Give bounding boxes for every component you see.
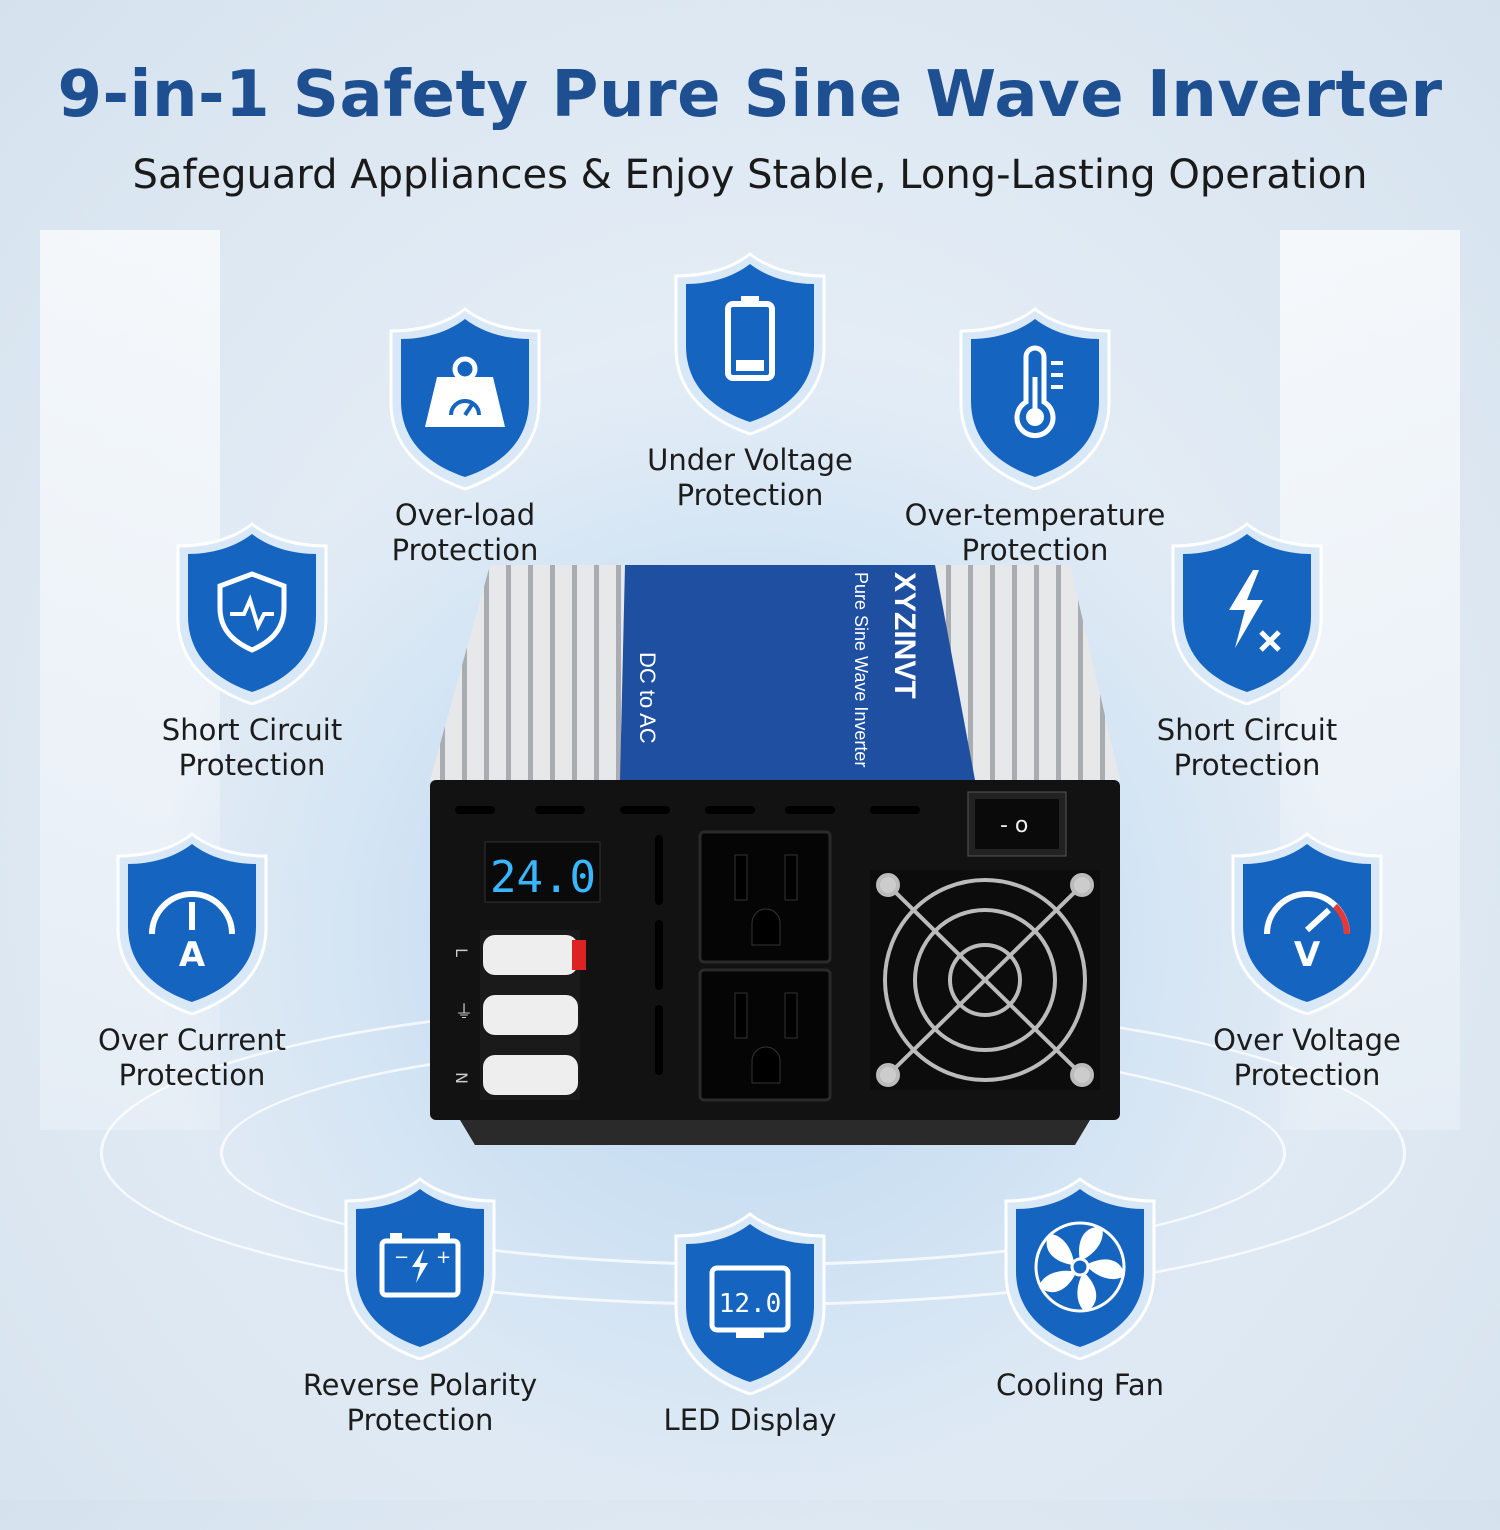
power-switch: - o [967, 791, 1067, 857]
feature-label-line: Over-temperature [904, 498, 1166, 532]
feature-label-line: Protection [391, 533, 539, 567]
feature-label-line: Over Current [98, 1023, 286, 1057]
terminal-label-l: L [452, 948, 471, 957]
inverter-top-housing [430, 565, 1120, 780]
cooling-fan-grille [870, 870, 1100, 1090]
feature-led-display: 12.0 LED Display [600, 1210, 900, 1438]
shield-badge [959, 307, 1111, 490]
feature-label-line: Protection [961, 533, 1109, 567]
shield-badge [674, 252, 826, 435]
voltmeter-icon: V [1264, 891, 1350, 975]
shield-badge [1171, 522, 1323, 705]
product-conversion: DC to AC [635, 652, 660, 744]
svg-text:+: + [436, 1247, 451, 1268]
feature-label-line: Protection [118, 1058, 266, 1092]
ac-terminal-block [480, 930, 586, 1100]
battery-polarity-icon: −+ [379, 1233, 461, 1298]
shield-badge: A [116, 832, 268, 1015]
feature-label-line: Short Circuit [1156, 713, 1338, 747]
lightning-x-icon [1229, 570, 1281, 652]
svg-text:−: − [394, 1247, 409, 1268]
terminal-label-n: N [452, 1072, 471, 1084]
feature-label-line: Short Circuit [161, 713, 343, 747]
feature-label-line: Protection [676, 478, 824, 512]
feature-cooling-fan: Cooling Fan [930, 1175, 1230, 1403]
feature-label-line: Over Voltage [1213, 1023, 1401, 1057]
inverter-front-panel: 24.0 L ⏚ N - o [430, 780, 1120, 1145]
product-model: Pure Sine Wave Inverter [851, 572, 871, 767]
terminal-label-ground: ⏚ [455, 1002, 473, 1023]
svg-text:- o: - o [1000, 813, 1028, 838]
shield-badge: −+ [344, 1177, 496, 1360]
svg-text:12.0: 12.0 [719, 1289, 782, 1319]
shield-badge [1004, 1177, 1156, 1360]
thermometer-icon [1014, 345, 1063, 439]
page-subtitle: Safeguard Appliances & Enjoy Stable, Lon… [132, 152, 1368, 198]
shield-badge: V [1231, 832, 1383, 1015]
feature-label-line: Reverse Polarity [302, 1368, 538, 1402]
voltage-display [484, 841, 601, 903]
svg-text:V: V [1294, 935, 1321, 975]
inverter-label-panel [620, 565, 975, 780]
fan-icon [1034, 1221, 1126, 1313]
battery-low-icon [725, 296, 775, 381]
ac-outlet-bottom [698, 968, 832, 1102]
feature-label-line: Protection [178, 748, 326, 782]
feature-label-line: Cooling Fan [995, 1368, 1165, 1402]
product-brand: XYZINVT [888, 572, 921, 699]
shield-badge: 12.0 [674, 1212, 826, 1395]
pulse-shield-icon [217, 571, 287, 653]
feature-label-line: Protection [1173, 748, 1321, 782]
weight-gauge-icon [425, 356, 505, 427]
feature-label-line: Under Voltage [647, 443, 853, 477]
ammeter-icon: A [149, 891, 235, 975]
feature-label: Cooling Fan [930, 1368, 1230, 1403]
shield-badge [389, 307, 541, 490]
shield-badge [176, 522, 328, 705]
svg-text:A: A [179, 935, 206, 975]
feature-label-line: Protection [346, 1403, 494, 1437]
feature-label-line: Protection [1233, 1058, 1381, 1092]
feature-label-line: Over-load [394, 498, 536, 532]
ac-outlet-top [698, 830, 832, 964]
feature-label: LED Display [600, 1403, 900, 1438]
voltage-display-value: 24.0 [490, 852, 596, 903]
led-display-icon: 12.0 [709, 1265, 791, 1338]
page-title: 9-in-1 Safety Pure Sine Wave Inverter [57, 58, 1443, 132]
feature-label-line: LED Display [663, 1403, 837, 1437]
